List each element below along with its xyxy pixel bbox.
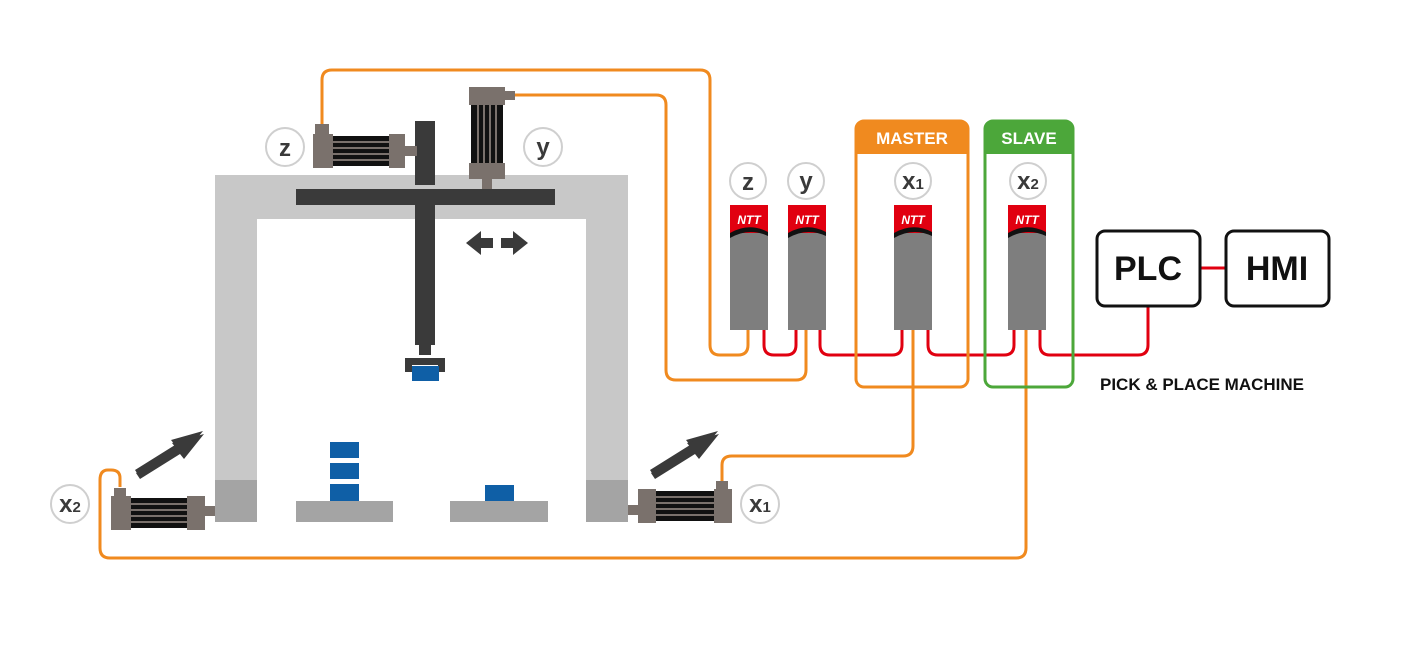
held-part [412,366,439,381]
svg-text:z: z [279,135,291,162]
work-stations [296,442,548,522]
stacked-part [330,463,359,479]
y-motor [469,87,515,189]
single-part [485,485,514,501]
motion-arrows-icon [650,431,719,479]
x1-label-text: x [749,491,763,518]
z-column [415,205,435,345]
slave-box: SLAVE [983,119,1075,389]
ntt-logo: NTT [1015,213,1040,227]
x1-motor [628,481,732,523]
svg-text:y: y [536,134,550,161]
stacked-part [330,442,359,458]
right-rail-foot [586,480,628,522]
y-beam [296,189,555,205]
drive-z: NTT [730,205,768,330]
hmi-box: HMI [1224,229,1331,308]
gripper-icon [405,345,445,372]
station-left [296,501,393,522]
x2-drive-label: x2 [1009,162,1047,200]
z-column-top [415,121,435,185]
master-box: MASTER [854,119,970,389]
left-rail-foot [215,480,257,522]
svg-text:x2: x2 [1017,168,1039,195]
cables [98,68,1226,560]
x1-drive-label: x1 [894,162,932,200]
x2-motor-label: x2 [50,484,90,524]
x1-label-sub: 1 [763,499,771,516]
x2-label-text: x [59,491,73,518]
svg-text:MASTER: MASTER [876,129,948,148]
carriage [296,121,555,381]
svg-text:SLAVE: SLAVE [1001,129,1056,148]
ntt-logo: NTT [737,213,762,227]
station-right [450,501,548,522]
plc-box: PLC [1095,229,1202,308]
z-motor [313,124,417,168]
y-drive-label: y [787,162,825,200]
machine-caption: PICK & PLACE MACHINE [1100,375,1304,394]
y-motor-label: y [523,127,563,167]
drive-x2-slave: NTT [1008,205,1046,330]
drive-y: NTT [788,205,826,330]
svg-text:z: z [742,169,754,196]
svg-text:x1: x1 [749,491,771,518]
x2-motor [111,488,215,530]
svg-text:x1: x1 [902,168,924,195]
svg-text:HMI: HMI [1246,250,1308,288]
svg-text:x2: x2 [59,491,81,518]
ntt-logo: NTT [901,213,926,227]
z-drive-label: z [729,162,767,200]
z-motor-label: z [265,127,305,167]
svg-text:y: y [799,168,813,195]
drive-x1-master: NTT [894,205,932,330]
x1-motor-label: x1 [740,484,780,524]
motion-arrows-icon [135,431,204,479]
stacked-part [330,484,359,501]
x2-label-sub: 2 [73,499,81,516]
ntt-logo: NTT [795,213,820,227]
double-arrow-icon [466,231,528,255]
svg-text:PLC: PLC [1114,250,1182,288]
